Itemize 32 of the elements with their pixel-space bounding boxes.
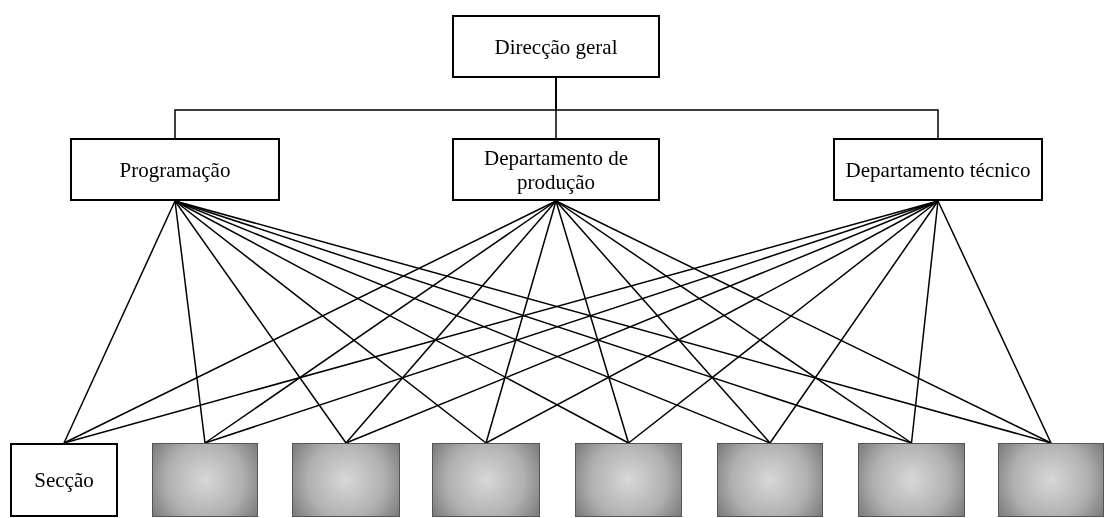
connector-line	[174, 200, 206, 444]
shaded-box	[292, 443, 400, 517]
shaded-box	[858, 443, 965, 517]
org-box	[833, 138, 1043, 201]
shaded-box	[152, 443, 258, 517]
connector-line	[63, 200, 176, 444]
shaded-box	[575, 443, 682, 517]
org-box	[452, 15, 660, 78]
shaded-box	[717, 443, 823, 517]
connector-line	[345, 200, 557, 444]
box-label: Programação	[119, 157, 231, 182]
box-label: Departamento de produção	[483, 145, 629, 194]
connector-line	[555, 200, 771, 444]
box-label: Departamento técnico	[845, 157, 1031, 182]
org-box	[10, 443, 118, 517]
org-box	[452, 138, 660, 201]
org-box	[70, 138, 280, 201]
connector-line	[910, 200, 939, 444]
connector-line	[937, 200, 1052, 444]
shaded-box	[998, 443, 1104, 517]
connector-line	[555, 200, 1052, 444]
connector-line	[174, 200, 347, 444]
connector-line	[769, 200, 939, 444]
connector-line	[485, 200, 557, 444]
shaded-box	[432, 443, 540, 517]
connector-line	[555, 200, 630, 444]
connector-line	[174, 200, 487, 444]
box-label: Secção	[34, 468, 94, 492]
connector-line	[627, 200, 939, 444]
box-label: Direcção geral	[494, 34, 618, 59]
connector-line	[555, 77, 939, 139]
connector-line	[63, 200, 557, 444]
